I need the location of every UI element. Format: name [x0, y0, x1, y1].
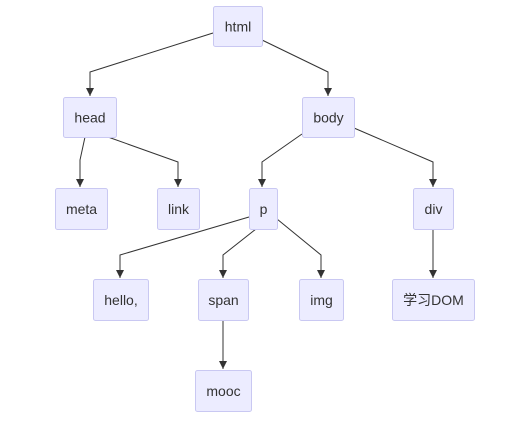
node-label: 学习DOM — [403, 292, 464, 308]
node-box — [392, 279, 475, 321]
node-label: head — [74, 110, 105, 126]
node-box — [198, 279, 249, 321]
node-meta: meta — [55, 188, 108, 230]
node-label: p — [260, 201, 268, 217]
node-body: body — [302, 97, 355, 138]
edge-html-to-head — [86, 32, 214, 96]
node-html: html — [213, 6, 263, 47]
node-box — [213, 6, 263, 47]
node-label: link — [168, 201, 190, 217]
arrowhead-icon — [324, 88, 332, 96]
node-img: img — [299, 279, 344, 321]
edge-line — [261, 39, 329, 96]
node-label: meta — [66, 201, 97, 217]
arrowhead-icon — [116, 270, 124, 278]
arrowhead-icon — [317, 270, 325, 278]
arrowhead-icon — [219, 361, 227, 369]
node-label: hello, — [104, 292, 137, 308]
node-hello: hello, — [93, 279, 149, 321]
node-box — [302, 97, 355, 138]
edge-line — [261, 133, 303, 187]
nodes-layer: html head body meta link p div hello, span img 学习D… — [55, 6, 475, 412]
edge-head-to-link — [107, 136, 182, 187]
edges-layer — [76, 32, 437, 369]
arrowhead-icon — [258, 179, 266, 187]
edge-line — [222, 228, 257, 278]
node-box — [63, 97, 117, 138]
node-label: div — [425, 201, 443, 217]
edge-line — [79, 136, 86, 187]
node-head: head — [63, 97, 117, 138]
edge-div-to-dom — [429, 229, 437, 278]
edge-line — [353, 127, 434, 187]
node-label: mooc — [206, 383, 240, 399]
node-box — [299, 279, 344, 321]
node-label: html — [225, 19, 251, 35]
node-mooc: mooc — [195, 370, 252, 412]
node-label: span — [208, 292, 238, 308]
edge-p-to-hello — [116, 216, 250, 278]
arrowhead-icon — [219, 270, 227, 278]
edge-p-to-span — [219, 228, 257, 278]
node-link: link — [157, 188, 200, 230]
arrowhead-icon — [429, 270, 437, 278]
edge-p-to-img — [276, 218, 325, 278]
edge-line — [276, 218, 322, 278]
node-label: img — [310, 292, 333, 308]
node-box — [413, 188, 454, 230]
node-box — [157, 188, 200, 230]
arrowhead-icon — [86, 88, 94, 96]
arrowhead-icon — [76, 179, 84, 187]
node-dom: 学习DOM — [392, 279, 475, 321]
edge-line — [107, 136, 179, 187]
node-label: body — [313, 110, 343, 126]
node-box — [93, 279, 149, 321]
node-box — [55, 188, 108, 230]
node-box — [249, 188, 278, 230]
edge-body-to-div — [353, 127, 437, 187]
arrowhead-icon — [174, 179, 182, 187]
node-span: span — [198, 279, 249, 321]
edge-html-to-body — [261, 39, 332, 96]
edge-line — [89, 32, 214, 96]
edge-span-to-mooc — [219, 320, 227, 369]
node-div: div — [413, 188, 454, 230]
node-p: p — [249, 188, 278, 230]
node-box — [195, 370, 252, 412]
arrowhead-icon — [429, 179, 437, 187]
edge-head-to-meta — [76, 136, 86, 187]
edge-body-to-p — [258, 133, 303, 187]
